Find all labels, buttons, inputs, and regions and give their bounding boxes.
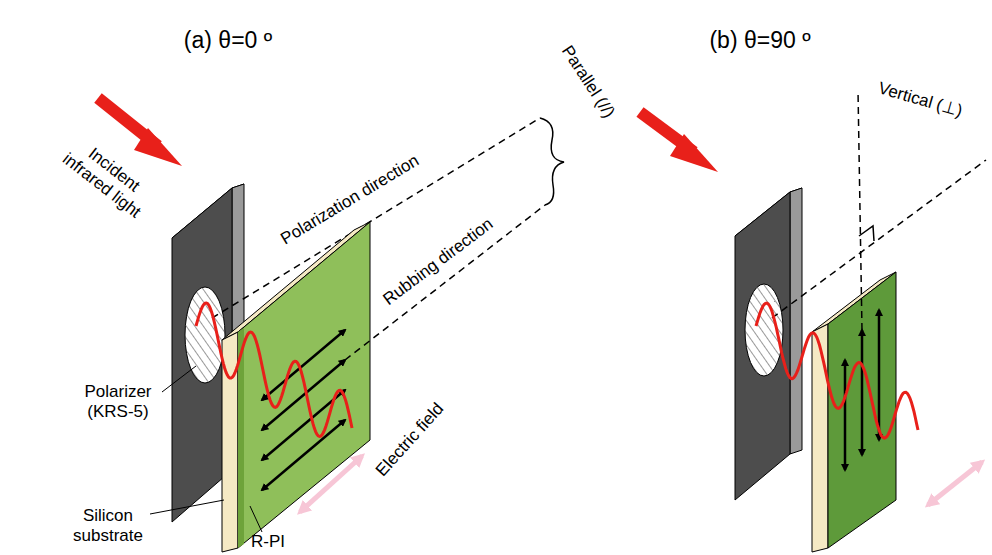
rubbing-line xyxy=(345,205,545,360)
rubbing-line xyxy=(858,90,862,330)
leader-line xyxy=(250,506,262,532)
incident-arrow xyxy=(640,112,718,172)
sample xyxy=(222,222,370,552)
sample xyxy=(812,272,896,552)
relation-label: Parallel (//) xyxy=(557,42,618,122)
direction-label: Rubbing direction xyxy=(379,214,496,309)
part-label: Polarizer (KRS-5) xyxy=(71,382,166,421)
polarization-line xyxy=(212,118,540,318)
electric-field-arrow xyxy=(928,462,982,505)
relation-label: Vertical (⊥) xyxy=(876,79,965,122)
field-label: Electric field xyxy=(372,399,448,480)
leader-line xyxy=(162,366,196,392)
light-wave xyxy=(196,303,352,437)
panel-title: (a) θ=0 º xyxy=(184,27,272,53)
panel-title: (b) θ=90 º xyxy=(709,27,810,53)
electric-field-arrow xyxy=(300,456,362,512)
right-angle-mark xyxy=(859,226,874,241)
bracket xyxy=(540,118,564,205)
leader-line xyxy=(150,500,224,514)
part-label: R-PI xyxy=(251,532,285,552)
light-wave xyxy=(756,303,918,438)
polarizer xyxy=(735,188,802,500)
rubbing-arrows xyxy=(262,330,345,490)
rubbing-arrows xyxy=(845,310,879,470)
part-label: Silicon substrate xyxy=(63,506,153,545)
